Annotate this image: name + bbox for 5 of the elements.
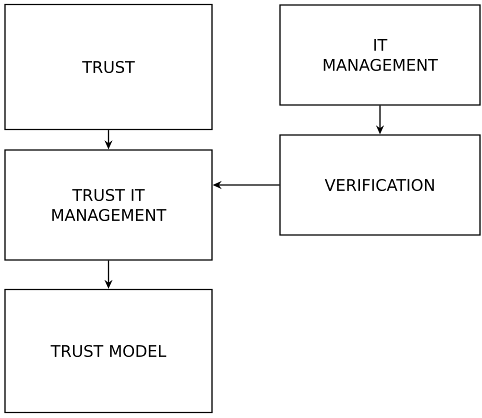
process-box: TRUST MODEL [4,288,213,414]
process-box: TRUST IT MANAGEMENT [4,149,213,261]
process-box: VERIFICATION [279,134,481,236]
process-box: IT MANAGEMENT [279,4,481,106]
process-box: TRUST [4,4,213,130]
